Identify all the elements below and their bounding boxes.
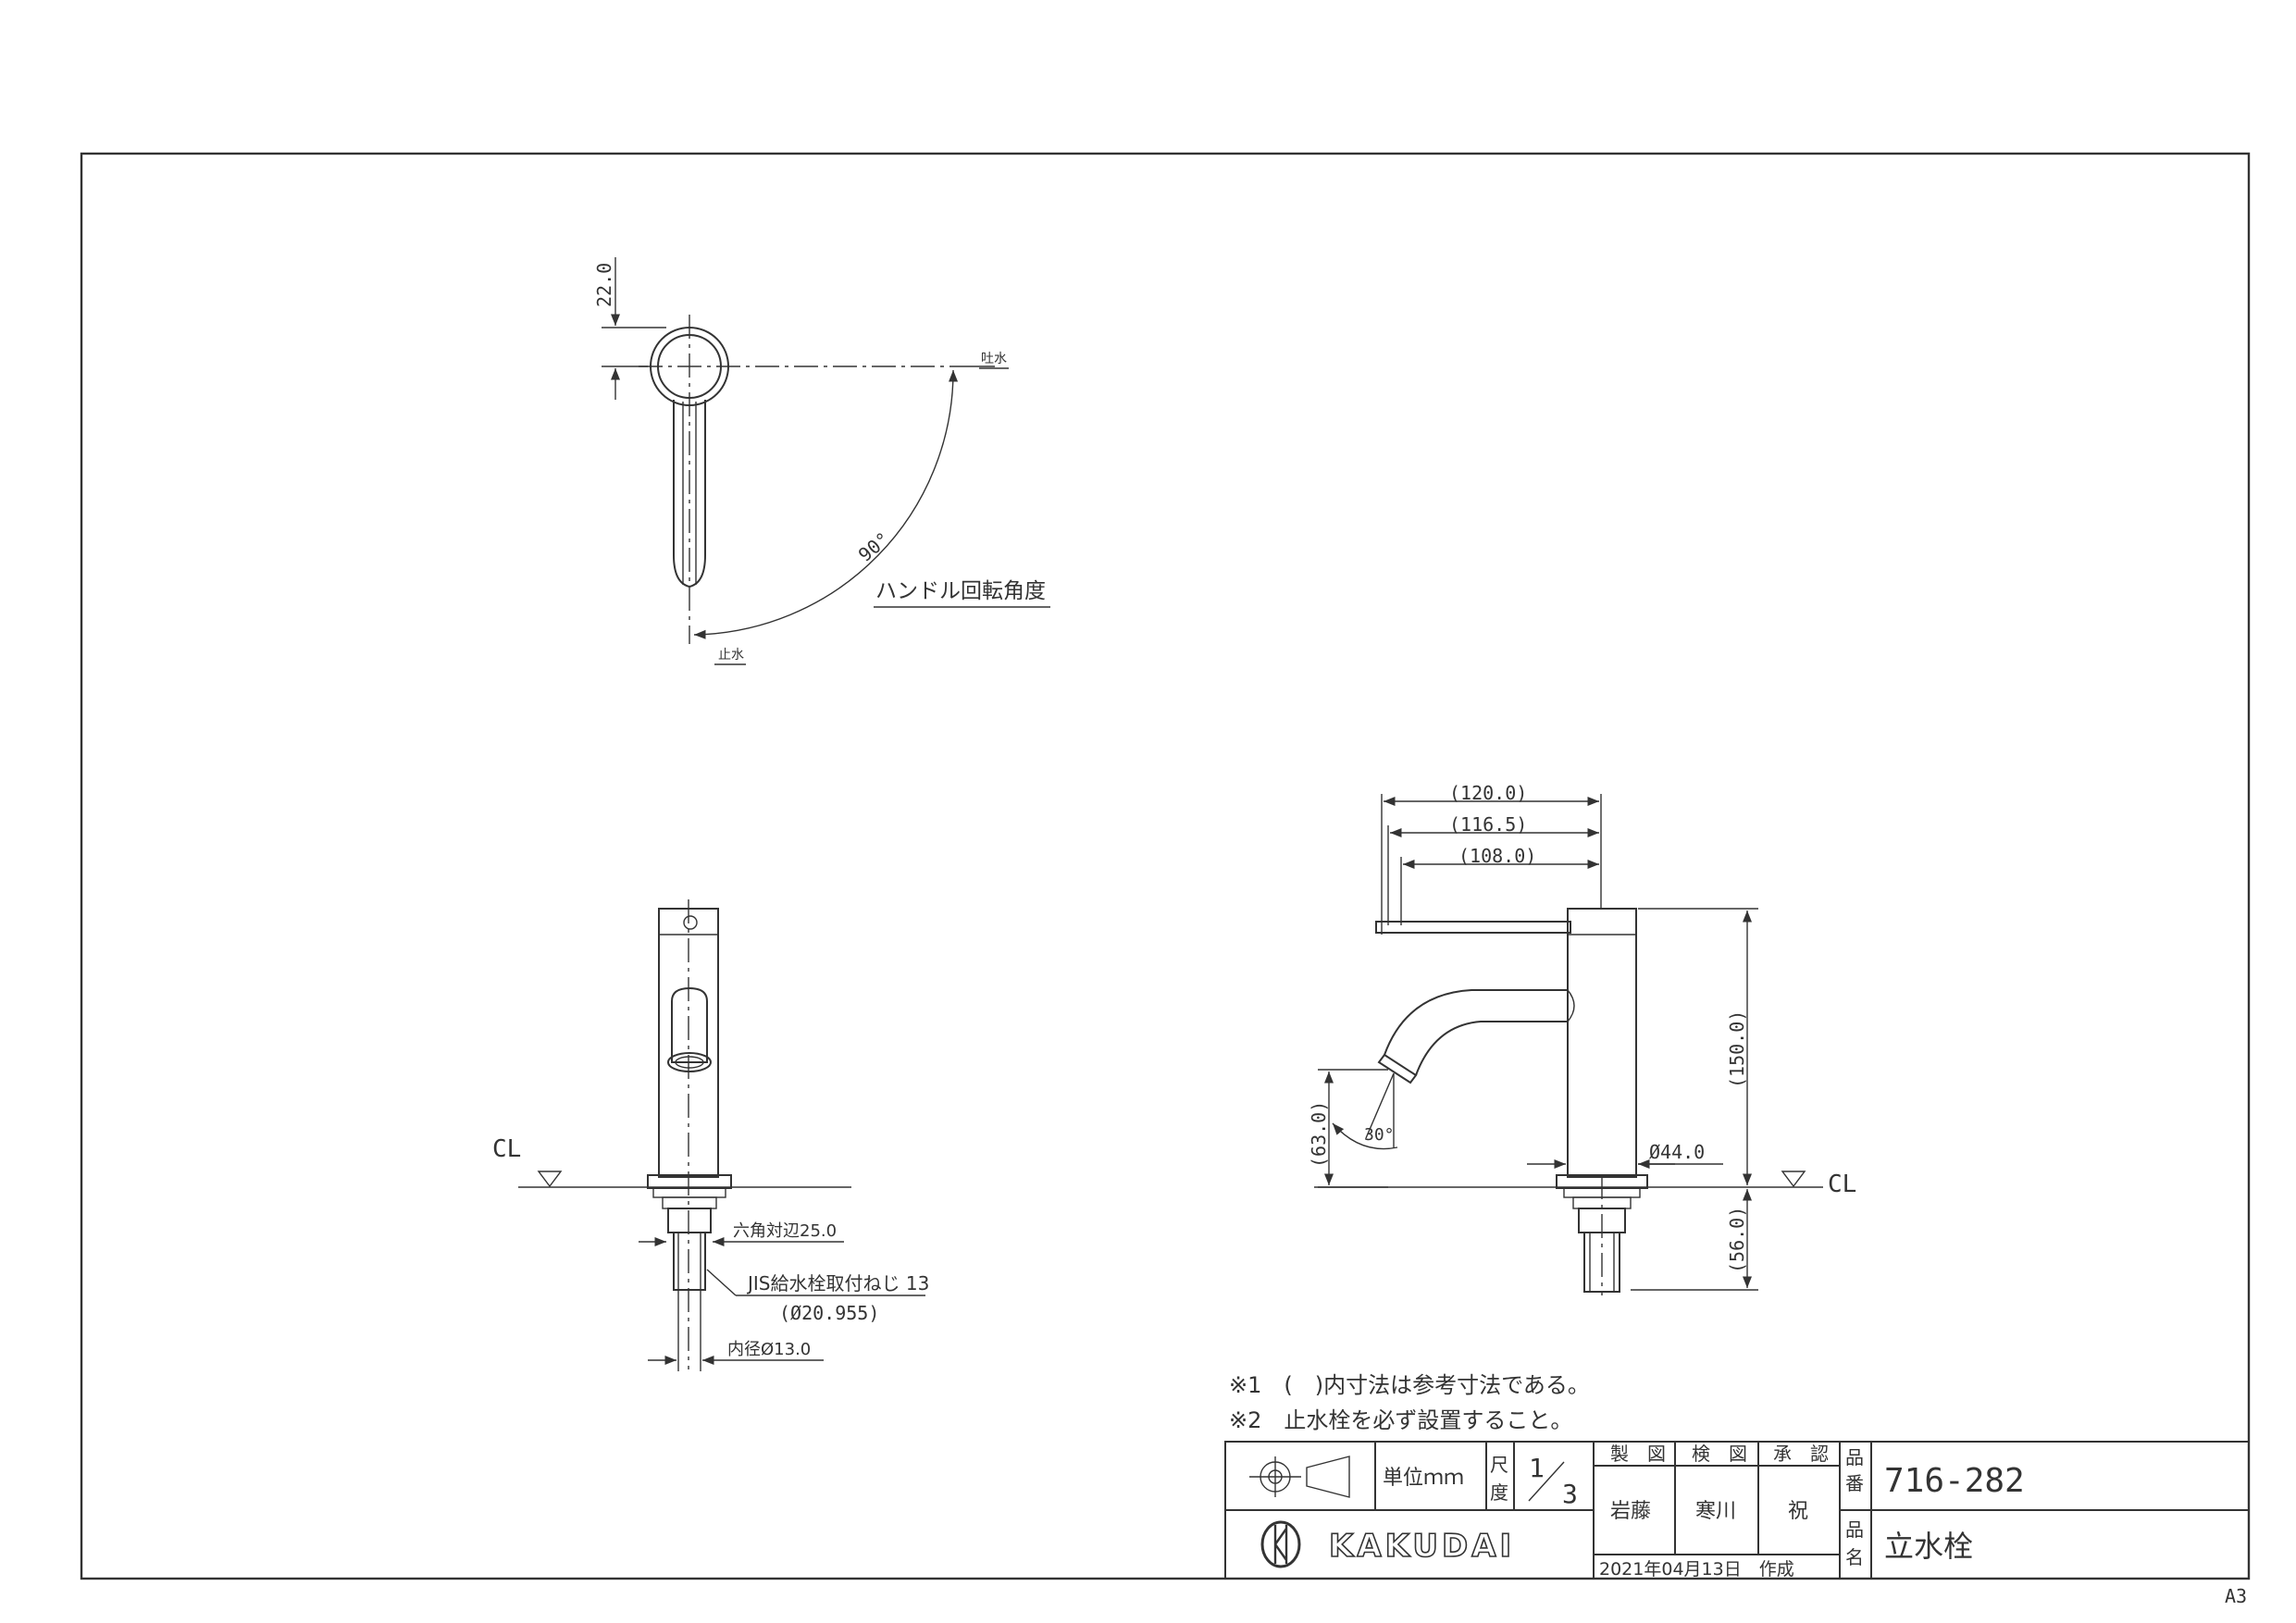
angle-30: 30° — [1364, 1125, 1395, 1145]
paper-size: A3 — [2225, 1585, 2247, 1607]
note-2: ※2 止水栓を必ず設置すること。 — [1229, 1407, 1572, 1433]
kakudai-logo: KAKUDAI — [1260, 1520, 1515, 1568]
ext-line — [1365, 1072, 1395, 1139]
scale-label: 尺 — [1490, 1454, 1508, 1476]
hex-size: 六角対辺25.0 — [733, 1221, 837, 1241]
angle-caption: ハンドル回転角度 — [875, 579, 1046, 603]
made-label: 製 図 — [1610, 1443, 1666, 1465]
jis-diameter: (Ø20.955) — [779, 1302, 879, 1324]
jis-thread: JIS給水栓取付ねじ 13 — [746, 1272, 929, 1295]
front-view: CL 六角対辺25.0 JIS給水栓取付ねじ 13 (Ø20.955) — [492, 899, 929, 1371]
part-no-label: 品 — [1845, 1446, 1864, 1468]
product-name: 立水栓 — [1884, 1529, 1973, 1564]
part-no-label: 番 — [1845, 1472, 1864, 1494]
angle-arc — [693, 369, 959, 639]
lever — [1375, 921, 1571, 934]
stop-label: 止水 — [718, 648, 744, 663]
cl-label: CL — [492, 1135, 521, 1163]
scale-slash — [1528, 1461, 1565, 1502]
spout-slot — [671, 986, 708, 1063]
dim-44: Ø44.0 — [1649, 1141, 1705, 1163]
spout-end — [1567, 989, 1575, 1022]
side-view: (120.0) (116.5) (108.0) 30° (63.0) — [1308, 782, 1856, 1295]
scale-numerator: 1 — [1529, 1453, 1545, 1483]
dim-150: (150.0) — [1726, 1010, 1748, 1088]
dim-108: (108.0) — [1458, 845, 1536, 867]
drawing-border — [80, 152, 2251, 1580]
dim-63: (63.0) — [1308, 1101, 1330, 1168]
unit-label: 単位ｍｍ — [1383, 1467, 1464, 1490]
scale-label: 度 — [1490, 1481, 1508, 1504]
dim-120: (120.0) — [1449, 782, 1527, 804]
base-nut — [652, 1187, 726, 1198]
top-view: 22.0 吐水 90° ハンドル回転角度 止水 — [593, 257, 1050, 665]
made-by: 岩藤 — [1610, 1500, 1651, 1523]
cl-marker — [1781, 1171, 1806, 1188]
thread-shank — [1583, 1232, 1620, 1293]
note-1: ※1 ( )内寸法は参考寸法である。 — [1229, 1372, 1590, 1398]
aerator-inner — [675, 1056, 704, 1069]
inner-diameter: 内径Ø13.0 — [727, 1340, 811, 1359]
washer — [662, 1196, 717, 1209]
name-label: 名 — [1845, 1546, 1864, 1568]
leader — [706, 1269, 737, 1296]
title-block: 単位ｍｍ 尺 度 1 3 KAKUDAI 製 図 検 図 承 認 岩藤 寒川 祝… — [1224, 1441, 2250, 1580]
checked-label: 検 図 — [1692, 1443, 1747, 1465]
approved-by: 祝 — [1788, 1500, 1808, 1523]
checked-by: 寒川 — [1695, 1500, 1736, 1523]
spout-label: 吐水 — [981, 352, 1007, 366]
dim-116-5: (116.5) — [1449, 813, 1527, 836]
dim-22: 22.0 — [593, 263, 615, 307]
spout — [1384, 989, 1568, 1076]
angle-arc — [1332, 1122, 1398, 1150]
cl-marker — [537, 1171, 563, 1188]
cl-label: CL — [1828, 1171, 1856, 1198]
date-created: 2021年04月13日 作成 — [1599, 1559, 1794, 1580]
name-label: 品 — [1845, 1518, 1864, 1541]
thread-shank — [673, 1232, 706, 1291]
scale-denominator: 3 — [1562, 1479, 1578, 1509]
top-cap-dot — [683, 915, 698, 930]
approved-label: 承 認 — [1773, 1443, 1829, 1465]
hex-nut — [667, 1208, 712, 1233]
aerator — [667, 1052, 712, 1072]
third-angle-projection-icon — [1249, 1456, 1350, 1498]
part-number: 716-282 — [1884, 1462, 2025, 1500]
faucet-body — [1567, 908, 1637, 1178]
logo-text: KAKUDAI — [1329, 1528, 1515, 1565]
spout-tip — [1377, 1053, 1418, 1084]
dim-56: (56.0) — [1726, 1207, 1748, 1273]
angle-90: 90° — [854, 527, 894, 566]
